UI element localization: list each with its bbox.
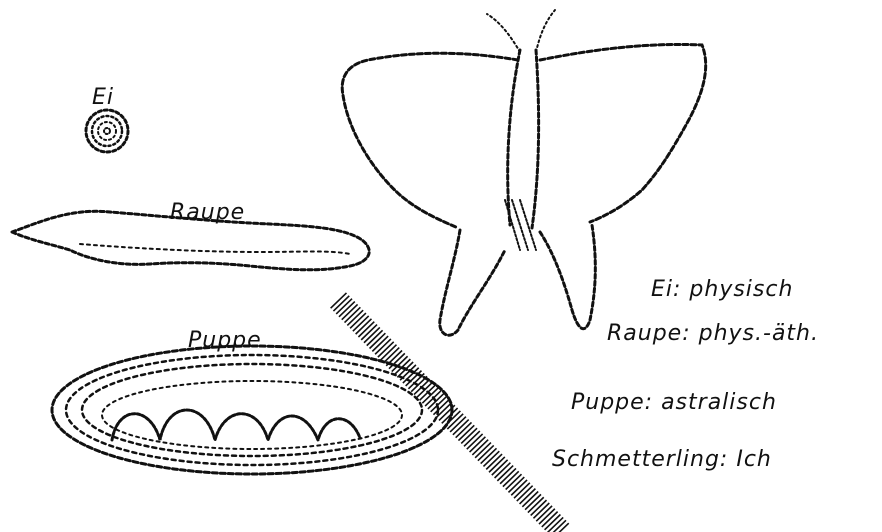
legend-line-schmetterling: Schmetterling: Ich: [552, 447, 772, 472]
legend-line-puppe: Puppe: astralisch: [571, 390, 777, 415]
label-raupe: Raupe: [170, 200, 245, 225]
egg-drawing: [86, 110, 128, 152]
legend-line-ei: Ei: physisch: [651, 277, 793, 302]
label-puppe: Puppe: [188, 328, 262, 353]
label-ei: Ei: [92, 85, 114, 110]
legend-line-raupe: Raupe: phys.-äth.: [607, 321, 819, 346]
